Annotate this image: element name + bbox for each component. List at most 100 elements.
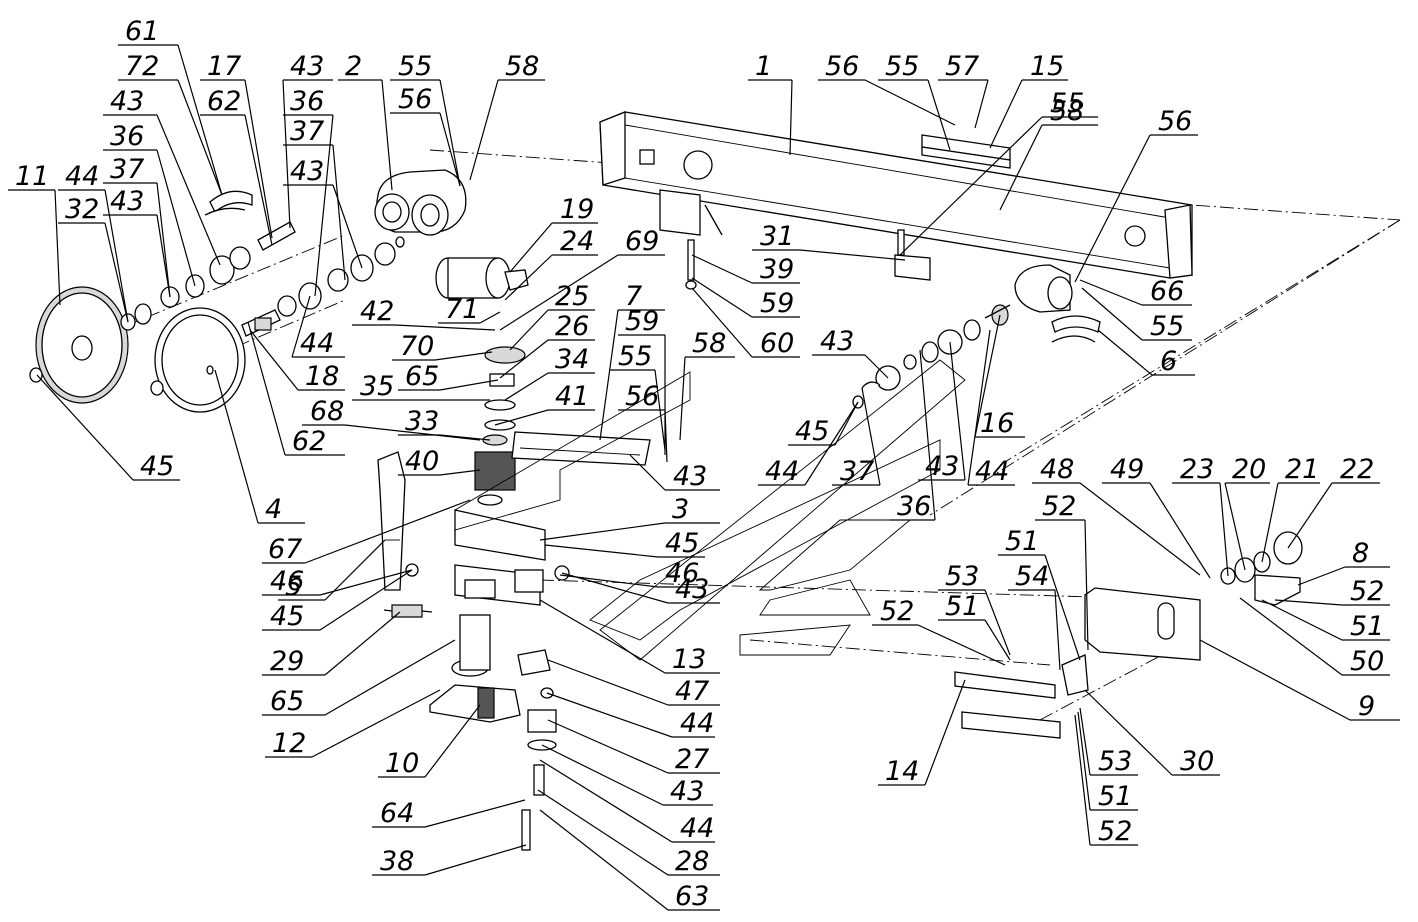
callout-66: 66 [1079, 276, 1192, 307]
callout-leader [439, 469, 481, 476]
callout-39: 39 [691, 254, 800, 285]
callout-number: 56 [625, 381, 659, 412]
callout-44: 44 [546, 692, 715, 739]
callout-56: 56 [390, 84, 461, 187]
callout-51: 51 [1077, 711, 1138, 812]
callout-44: 44 [539, 759, 715, 844]
callout-70: 70 [392, 331, 493, 362]
callout-leader [156, 149, 196, 287]
callout-number: 16 [980, 408, 1014, 439]
callout-number: 37 [840, 456, 874, 487]
sheet-7 [511, 431, 651, 466]
callout-number: 55 [1150, 311, 1184, 342]
callout-number: 51 [1350, 611, 1384, 642]
callout-45: 45 [262, 569, 413, 632]
callout-number: 44 [765, 456, 799, 487]
callout-55: 55 [390, 51, 461, 187]
callout-number: 53 [945, 561, 979, 592]
callout-leader [424, 844, 527, 876]
callout-43: 43 [103, 186, 171, 298]
callout-number: 34 [555, 344, 589, 375]
callout-leader [537, 789, 669, 876]
callout-55: 55 [1081, 287, 1192, 342]
callout-leader [559, 574, 659, 588]
callout-number: 43 [290, 51, 324, 82]
frame-beam [599, 111, 1193, 279]
callout-leader [504, 254, 553, 301]
callout-number: 12 [272, 728, 306, 759]
callout-leader [679, 356, 686, 441]
callout-31: 31 [752, 221, 906, 261]
callout-29: 29 [262, 611, 401, 677]
callout-leader [494, 409, 549, 426]
callout-22: 22 [1287, 454, 1380, 549]
callout-leader [439, 379, 499, 391]
callout-number: 37 [110, 154, 144, 185]
callout-leader [919, 349, 936, 521]
callout-44: 44 [58, 161, 129, 323]
callout-number: 62 [207, 86, 241, 117]
callout-leader [311, 689, 441, 758]
shaft-38 [521, 687, 557, 851]
callout-50: 50 [1239, 597, 1390, 677]
callout-leader [546, 692, 673, 738]
callout-number: 27 [675, 744, 709, 775]
callout-26: 26 [499, 311, 595, 379]
callout-leader [1149, 482, 1211, 579]
callout-leader [1261, 482, 1279, 563]
callout-leader [1084, 689, 1173, 776]
callout-leader [917, 624, 1006, 666]
callout-leader [1081, 287, 1143, 341]
callout-60: 60 [691, 287, 800, 359]
callout-number: 55 [885, 51, 919, 82]
callout-52: 52 [1074, 714, 1138, 847]
callout-68: 68 [302, 396, 481, 441]
callout-7: 7 [599, 281, 665, 441]
callout-number: 2 [345, 51, 362, 82]
callout-number: 6 [1160, 346, 1177, 377]
callout-number: 43 [110, 186, 144, 217]
callout-number: 24 [560, 226, 594, 257]
callout-leader [469, 79, 499, 181]
callout-leader [249, 329, 299, 391]
callout-leader [804, 401, 859, 486]
callout-58: 58 [469, 51, 545, 181]
callout-number: 18 [305, 361, 339, 392]
callout-leader [424, 799, 526, 828]
callout-number: 28 [675, 846, 709, 877]
callout-number: 60 [760, 328, 794, 359]
callout-72: 72 [118, 51, 223, 196]
callout-number: 40 [405, 446, 439, 477]
callout-leader [1224, 482, 1246, 571]
callout-20: 20 [1224, 454, 1270, 571]
callout-27: 27 [547, 719, 720, 775]
callout-number: 25 [555, 281, 589, 312]
callout-leader [629, 454, 666, 491]
callout-34: 34 [504, 344, 595, 401]
callout-leader [54, 189, 61, 306]
callout-leader [1097, 329, 1153, 376]
callout-45: 45 [544, 528, 705, 559]
chain-61 [204, 190, 253, 216]
callout-leader [1044, 554, 1081, 661]
callout-number: 66 [1150, 276, 1184, 307]
callout-number: 51 [945, 591, 979, 622]
callout-number: 64 [380, 798, 414, 829]
callout-number: 52 [1098, 816, 1132, 847]
callout-leader [1054, 589, 1061, 671]
callout-18: 18 [249, 329, 345, 392]
callout-52: 52 [1274, 576, 1390, 607]
callout-number: 58 [1050, 96, 1084, 127]
callout-11: 11 [8, 161, 61, 306]
callout-leader [999, 124, 1043, 211]
callout-number: 43 [925, 451, 959, 482]
callout-leader [539, 809, 669, 911]
callout-leader [544, 544, 659, 558]
callout-number: 72 [125, 51, 159, 82]
callout-leader [381, 79, 393, 191]
callout-number: 1 [755, 51, 772, 82]
callout-number: 19 [560, 194, 594, 225]
callout-number: 43 [670, 776, 704, 807]
callout-number: 68 [310, 396, 344, 427]
